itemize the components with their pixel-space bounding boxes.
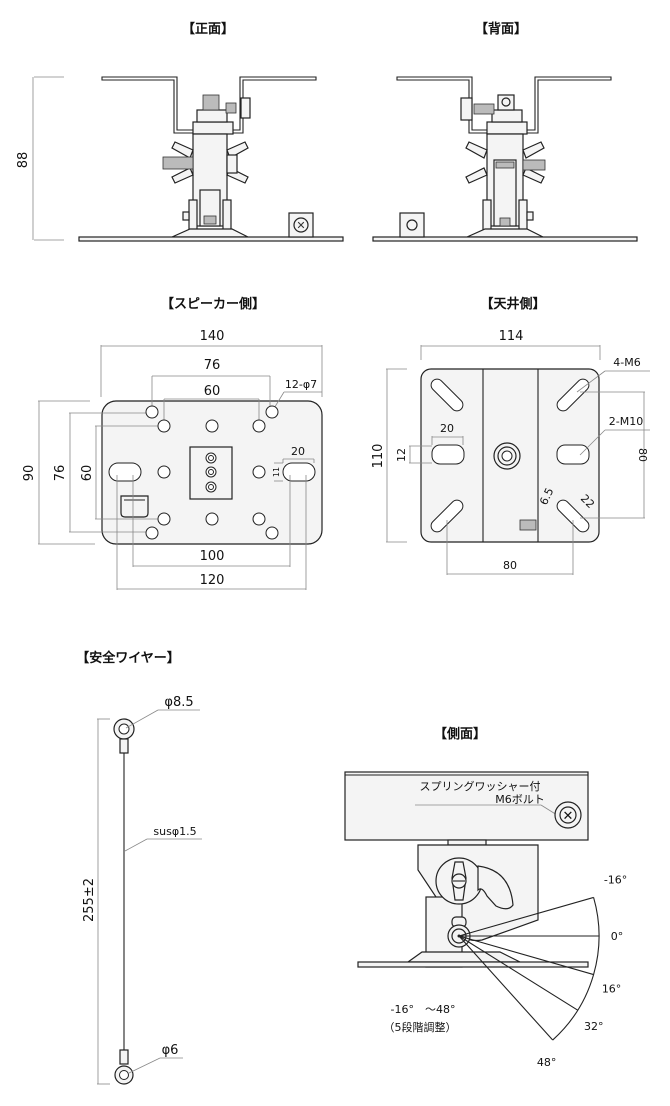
angle-ray bbox=[458, 935, 554, 1041]
dim-60-h: 60 bbox=[204, 384, 221, 399]
angle-ray bbox=[458, 935, 594, 976]
dim-60-v: 60 bbox=[80, 465, 95, 482]
ceiling-side-view: 【天井側】 114 110 20 bbox=[371, 296, 650, 575]
angle-steps-label: （5段階調整） bbox=[384, 1020, 457, 1034]
front-height-dim: 88 bbox=[16, 152, 31, 169]
angle-ray bbox=[458, 896, 594, 937]
side-view-title: 【側面】 bbox=[434, 726, 486, 742]
angle-label: 16° bbox=[602, 983, 622, 996]
dim-slot-20: 20 bbox=[291, 445, 305, 458]
dim-120: 120 bbox=[200, 573, 225, 588]
dim-slot-12: 12 bbox=[395, 448, 408, 462]
front-view: 【正面】 88 ✕ bbox=[16, 21, 344, 242]
angle-range-label: -16° ～48° bbox=[391, 1003, 456, 1016]
back-view-title: 【背面】 bbox=[475, 21, 527, 37]
bolt-label-1: スプリングワッシャー付 bbox=[420, 779, 541, 793]
dim-slot-20-c: 20 bbox=[440, 422, 454, 435]
dim-90: 90 bbox=[22, 465, 37, 482]
angle-lines bbox=[458, 896, 599, 1041]
dim-4-m6: 4-M6 bbox=[613, 356, 640, 369]
bolt-label-2: M6ボルト bbox=[495, 793, 545, 806]
angle-label: 32° bbox=[584, 1020, 604, 1033]
side-view: 【側面】 スプリングワッシャー付 M6ボルト ✕ -16° 0° 16° 32° 48°… bbox=[344, 726, 627, 1069]
dim-80-v: 80 bbox=[636, 448, 649, 462]
angle-ray bbox=[458, 935, 579, 1011]
dim-slot-11: 11 bbox=[272, 467, 281, 477]
safety-wire-view: 【安全ワイヤー】 φ8.5 susφ1.5 φ6 255±2 bbox=[76, 650, 202, 1085]
wire-bottom-eye-label: φ6 bbox=[162, 1043, 179, 1058]
dim-100: 100 bbox=[200, 549, 225, 564]
speaker-side-view: 【スピーカー側】 140 76 60 12-φ7 90 76 bbox=[22, 296, 323, 590]
wire-length-dim: 255±2 bbox=[82, 878, 97, 922]
angle-label: 48° bbox=[537, 1056, 557, 1069]
angle-arc bbox=[552, 897, 600, 1041]
angle-label: 0° bbox=[611, 930, 624, 943]
dim-114: 114 bbox=[499, 329, 524, 344]
front-view-title: 【正面】 bbox=[182, 21, 234, 37]
dim-140: 140 bbox=[200, 329, 225, 344]
back-view: 【背面】 bbox=[372, 21, 638, 242]
angle-label: -16° bbox=[604, 873, 627, 886]
dim-2-m10: 2-M10 bbox=[609, 415, 643, 428]
dim-76-h: 76 bbox=[204, 358, 221, 373]
angle-labels: -16° 0° 16° 32° 48° bbox=[537, 873, 627, 1069]
safety-wire-title: 【安全ワイヤー】 bbox=[76, 650, 180, 666]
screw-icon: ✕ bbox=[296, 219, 305, 232]
dim-110: 110 bbox=[371, 444, 386, 469]
speaker-side-title: 【スピーカー側】 bbox=[161, 296, 265, 312]
bolt-icon: ✕ bbox=[563, 809, 574, 824]
dim-76-v: 76 bbox=[53, 465, 68, 482]
wire-top-eye-label: φ8.5 bbox=[164, 695, 193, 710]
wire-spec-label: susφ1.5 bbox=[153, 825, 196, 838]
ceiling-side-title: 【天井側】 bbox=[480, 296, 545, 312]
dim-holes: 12-φ7 bbox=[285, 378, 317, 391]
dim-80-h: 80 bbox=[503, 559, 517, 572]
